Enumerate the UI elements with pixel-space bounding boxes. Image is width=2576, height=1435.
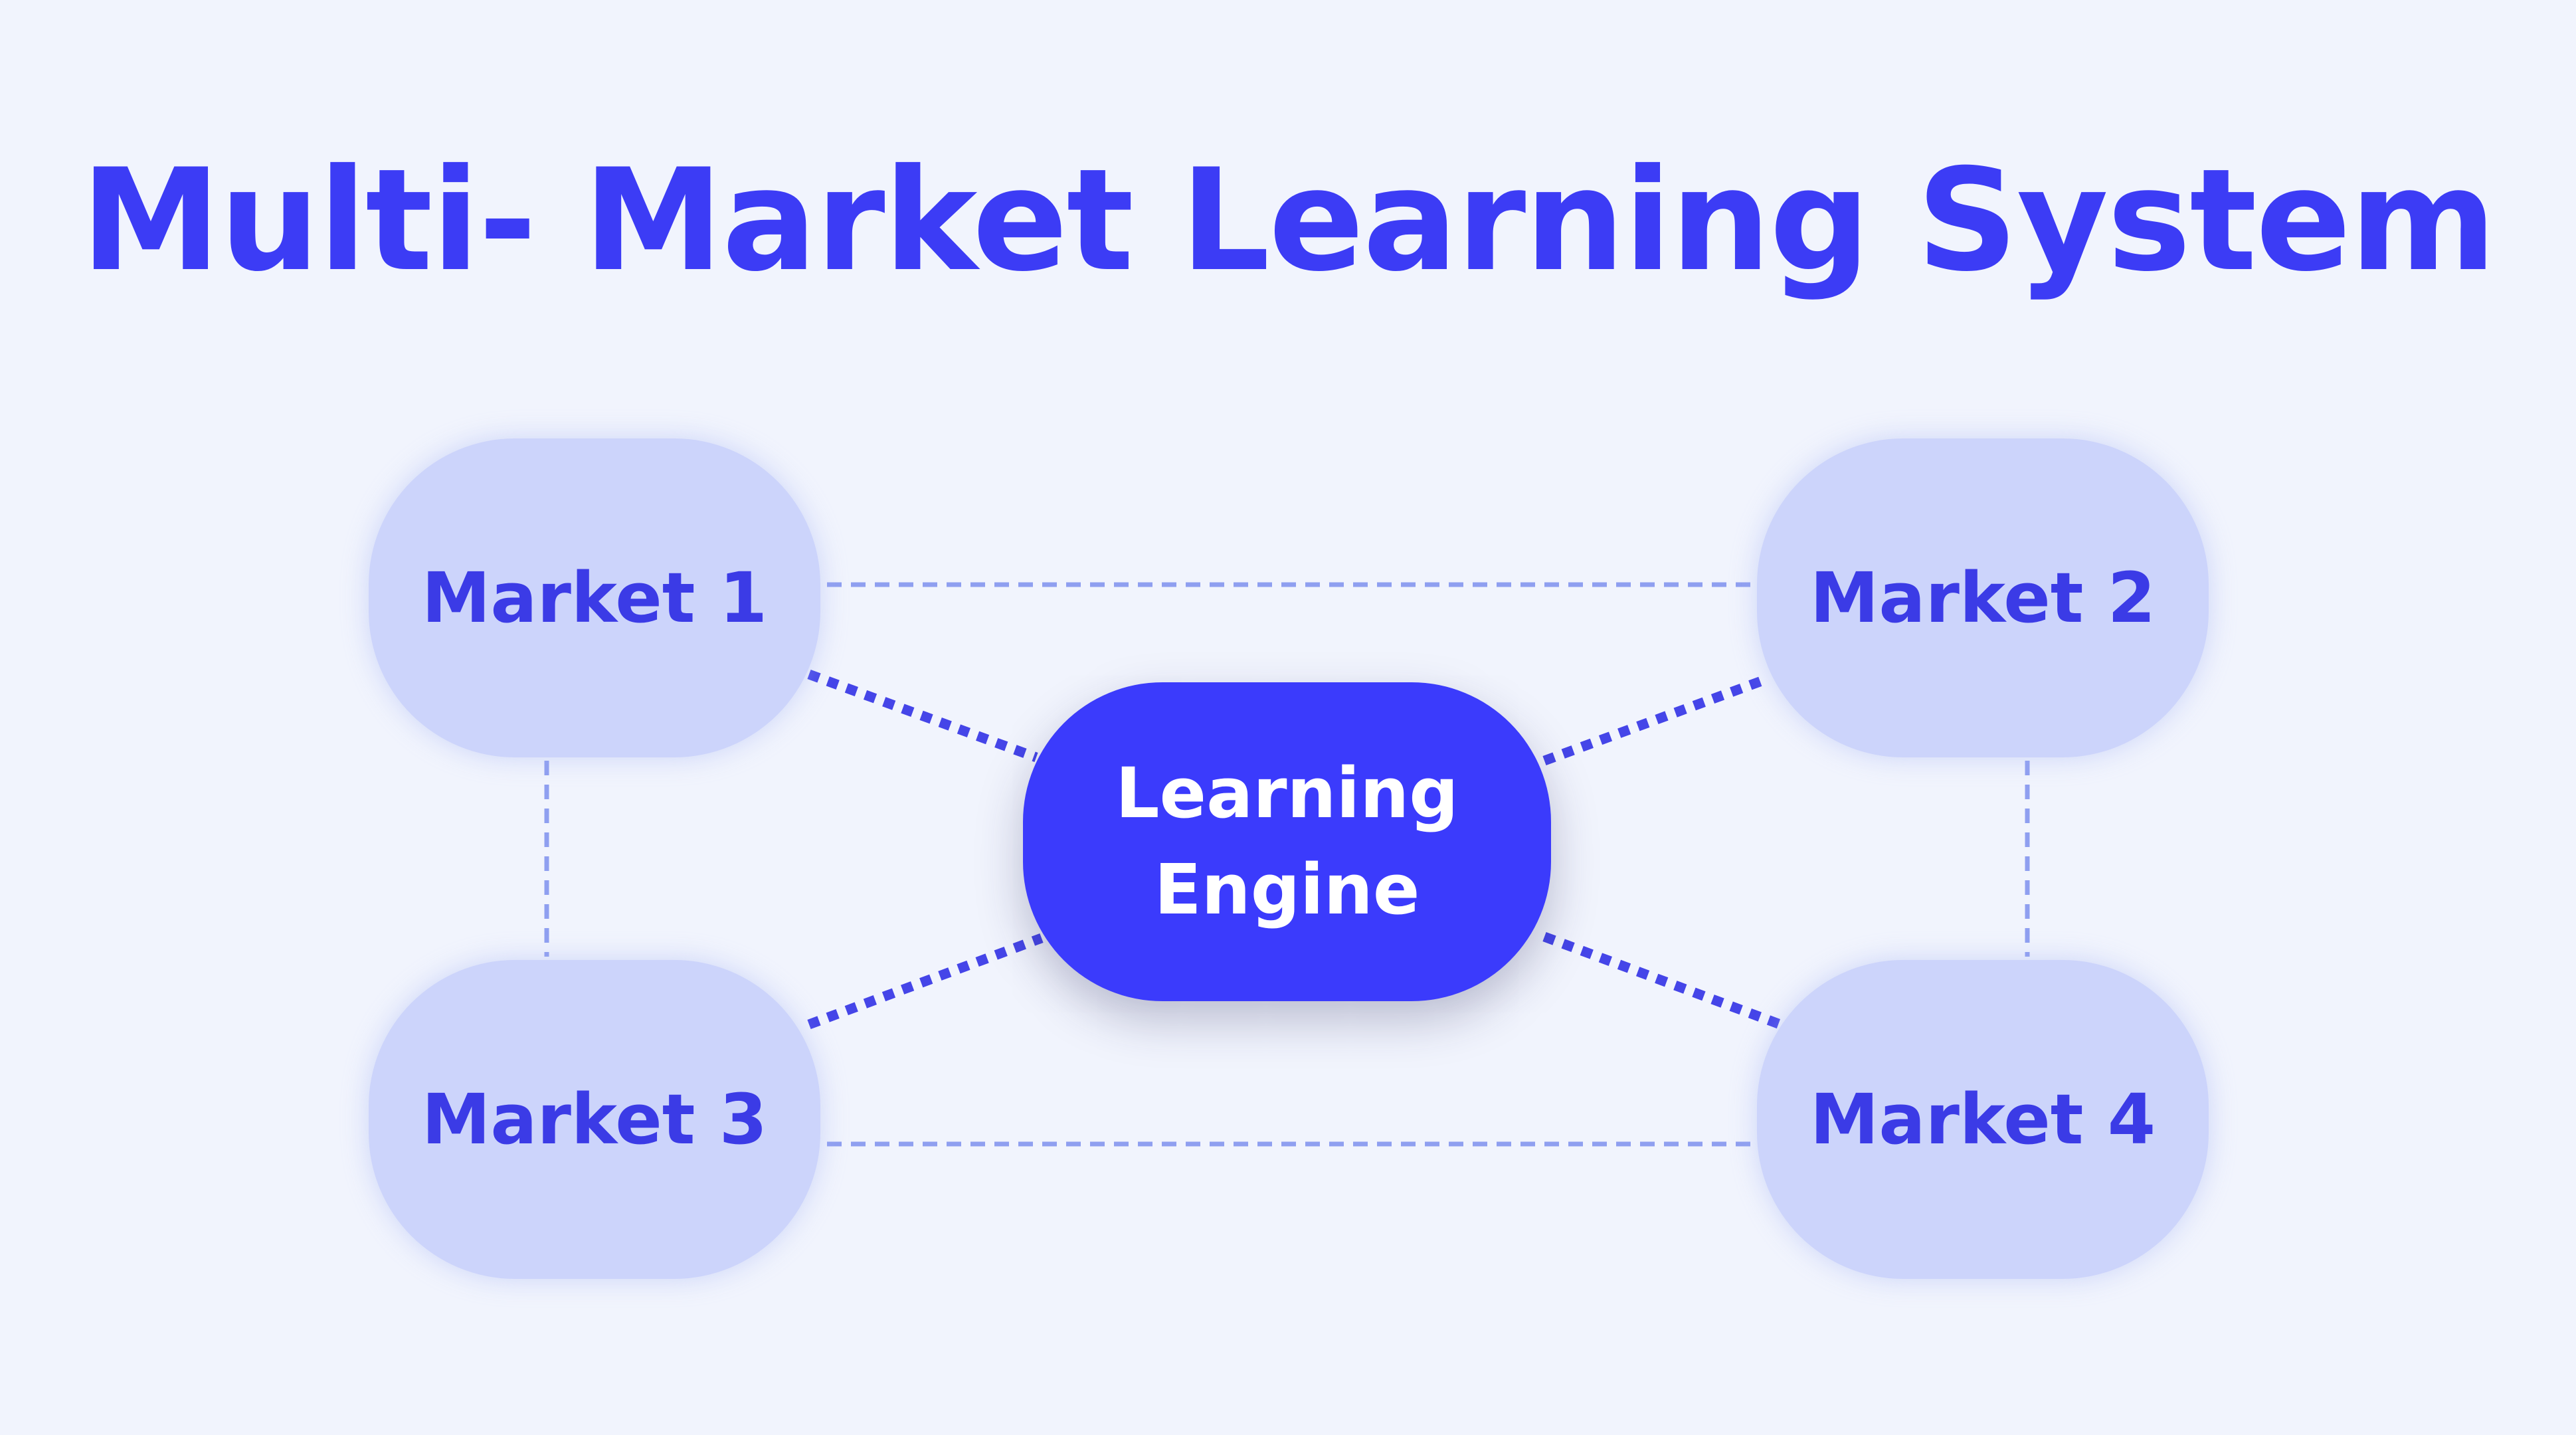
market-2-node: Market 2	[1757, 438, 2209, 757]
market-4-label: Market 4	[1809, 1079, 2156, 1160]
engine-label-line1: Learning	[1115, 753, 1459, 834]
learning-engine-node: Learning Engine	[1023, 682, 1551, 1001]
link-engine-market3	[807, 933, 1044, 1030]
link-engine-market2	[1542, 676, 1764, 766]
market-1-node: Market 1	[369, 438, 820, 757]
market-3-node: Market 3	[369, 960, 820, 1279]
link-engine-market4	[1542, 931, 1782, 1030]
market-3-label: Market 3	[421, 1079, 768, 1160]
diagram-title: Multi- Market Learning System	[80, 138, 2497, 302]
engine-label-line2: Engine	[1154, 849, 1420, 930]
market-1-label: Market 1	[421, 557, 768, 638]
market-4-node: Market 4	[1757, 960, 2209, 1279]
market-2-label: Market 2	[1809, 557, 2156, 638]
link-engine-market1	[807, 669, 1038, 763]
